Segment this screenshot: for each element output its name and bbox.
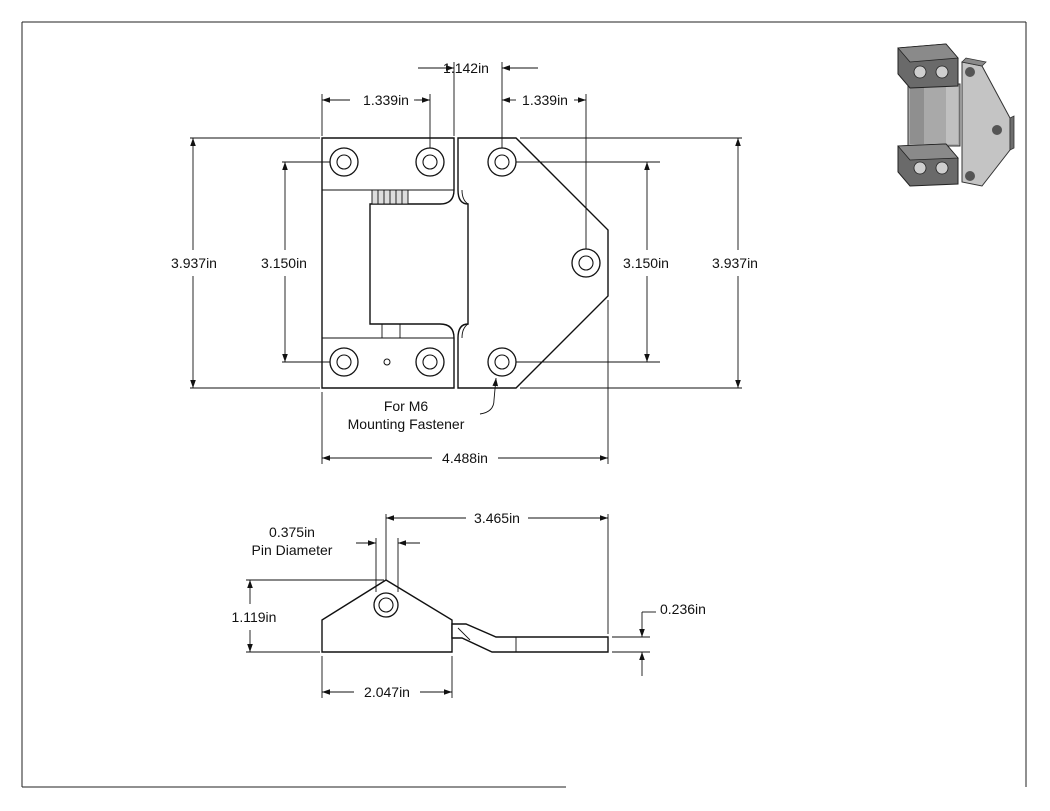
- dimension-right-overall-height: 3.937in: [712, 138, 758, 388]
- dim-text-4488: 4.488in: [442, 450, 488, 466]
- dimension-top-gap: 1.142in: [418, 60, 538, 76]
- dim-text-3937-right: 3.937in: [712, 255, 758, 271]
- dim-text-1142: 1.142in: [443, 60, 489, 76]
- dim-text-1119: 1.119in: [232, 609, 277, 625]
- dimension-left-hole-spacing: 1.339in: [322, 92, 430, 108]
- dim-text-2047: 2.047in: [364, 684, 410, 700]
- mounting-hole: [329, 347, 359, 377]
- dim-text-0236: 0.236in: [660, 601, 706, 617]
- note-line-1: For M6: [384, 398, 429, 414]
- side-view: [246, 514, 650, 698]
- mounting-hole: [329, 147, 359, 177]
- dim-text-3150-right: 3.150in: [623, 255, 669, 271]
- left-leaf-outline: [321, 137, 455, 389]
- fastener-note: For M6 Mounting Fastener: [348, 377, 499, 432]
- isometric-view: [897, 43, 1015, 187]
- dim-text-1339-right: 1.339in: [522, 92, 568, 108]
- mounting-hole: [415, 147, 445, 177]
- top-view: [190, 62, 742, 464]
- dimension-base-width: 2.047in: [322, 684, 452, 700]
- mounting-hole: [487, 347, 517, 377]
- dimension-leaf-length: 3.465in: [386, 510, 608, 526]
- dim-text-0375: 0.375in: [269, 524, 315, 540]
- dim-text-3150-left: 3.150in: [261, 255, 307, 271]
- set-screw-hole: [383, 358, 391, 366]
- dimension-right-hole-offset: 1.339in: [502, 92, 586, 108]
- spring-coil: [371, 189, 409, 205]
- dimension-leaf-thickness: 0.236in: [639, 601, 706, 676]
- dimension-left-hole-height: 3.150in: [261, 162, 307, 362]
- dim-text-3465: 3.465in: [474, 510, 520, 526]
- dim-text-3937-left: 3.937in: [171, 255, 217, 271]
- dimension-right-hole-height: 3.150in: [623, 162, 669, 362]
- sheet-frame: [21, 21, 1027, 788]
- right-leaf-outline: [457, 137, 609, 389]
- dimension-knuckle-height: 1.119in: [232, 580, 277, 652]
- dimension-pin-diameter: 0.375in Pin Diameter: [252, 524, 420, 558]
- mounting-hole: [415, 347, 445, 377]
- note-line-2: Mounting Fastener: [348, 416, 465, 432]
- mounting-hole: [571, 248, 601, 278]
- dimension-left-overall-height: 3.937in: [171, 138, 217, 388]
- dim-text-1339-left: 1.339in: [363, 92, 409, 108]
- side-leaf: [451, 623, 609, 653]
- dim-text-pin-diameter: Pin Diameter: [252, 542, 333, 558]
- dimension-overall-width: 4.488in: [322, 450, 608, 466]
- mounting-hole: [487, 147, 517, 177]
